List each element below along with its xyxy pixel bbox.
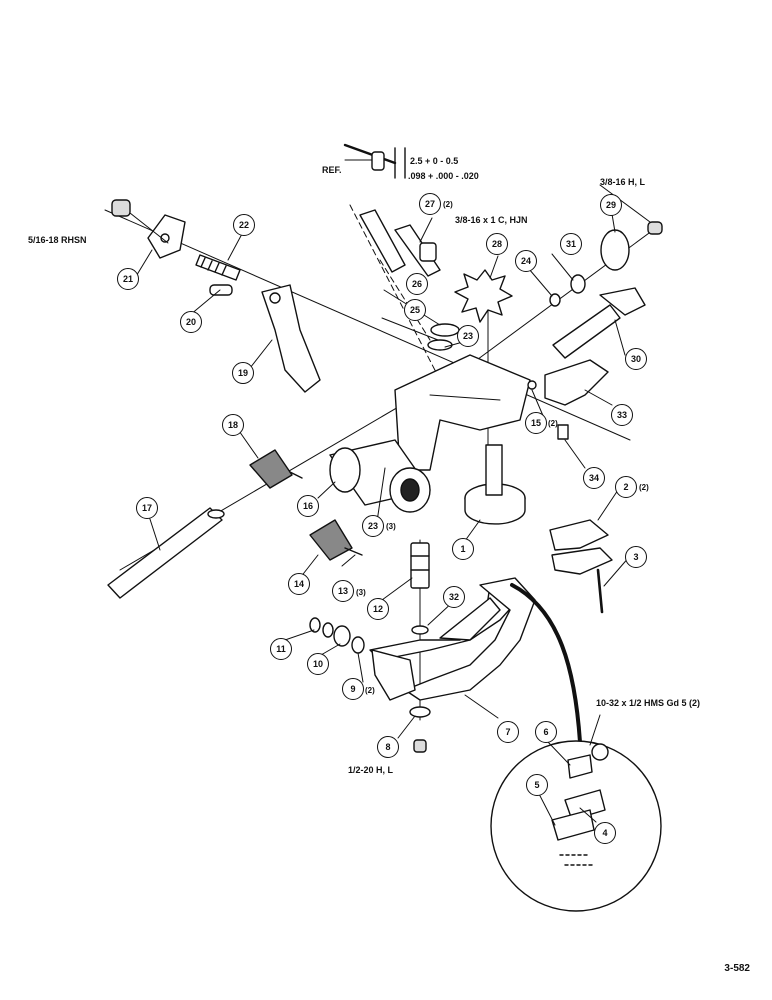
callout-32: 32	[443, 586, 465, 608]
part-18-bevel-gear	[249, 449, 303, 489]
callout-29: 29	[600, 194, 622, 216]
nut-3-8-label: 3/8-16 H, L	[600, 177, 646, 187]
part-34-fitting	[557, 424, 569, 440]
nut-3-8	[647, 221, 663, 235]
nut-1-2	[413, 739, 427, 753]
part-9-washer	[351, 636, 365, 654]
qty-9: (2)	[365, 686, 375, 695]
part-31-washer	[570, 274, 586, 294]
callout-26: 26	[406, 273, 428, 295]
qty-27: (2)	[443, 200, 453, 209]
nut-5-16-label: 5/16-18 RHSN	[28, 235, 87, 245]
callout-2: 2	[615, 476, 637, 498]
part-10-washer	[322, 622, 334, 638]
part-24-washer	[549, 293, 561, 307]
main-frame	[394, 354, 531, 471]
callout-19: 19	[232, 362, 254, 384]
callout-5: 5	[526, 774, 548, 796]
ref-pin-detail	[343, 143, 406, 179]
callout-24: 24	[515, 250, 537, 272]
callout-23a: 23	[457, 325, 479, 347]
part-11-ring	[309, 617, 321, 633]
callout-14: 14	[288, 573, 310, 595]
callout-11: 11	[270, 638, 292, 660]
callout-18: 18	[222, 414, 244, 436]
callout-12: 12	[367, 598, 389, 620]
callout-1: 1	[452, 538, 474, 560]
callout-33: 33	[611, 404, 633, 426]
part-30-shaft	[552, 304, 621, 359]
part-2-jaw	[549, 519, 609, 551]
dim-metric-label: 2.5 + 0 - 0.5	[410, 156, 459, 166]
dash-line-27	[379, 259, 431, 341]
part-12-spindle	[410, 542, 430, 589]
screw-3-8-hjn-label: 3/8-16 x 1 C, HJN	[455, 215, 528, 225]
callout-10: 10	[307, 653, 329, 675]
part-26-ring	[430, 323, 460, 337]
yoke-arm	[371, 649, 416, 701]
callout-9: 9	[342, 678, 364, 700]
callout-23b: 23	[362, 515, 384, 537]
part-21-bracket	[111, 199, 186, 259]
callout-7: 7	[497, 721, 519, 743]
screw-10-32-label: 10-32 x 1/2 HMS Gd 5 (2)	[596, 698, 701, 708]
callout-15: 15	[525, 412, 547, 434]
part-32-oring	[411, 625, 429, 635]
qty-2: (2)	[639, 483, 649, 492]
callout-27: 27	[419, 193, 441, 215]
main-axis-line	[104, 209, 631, 441]
part-1-spindle-disc	[464, 444, 526, 525]
callout-31: 31	[560, 233, 582, 255]
callout-21: 21	[117, 268, 139, 290]
callout-28: 28	[486, 233, 508, 255]
part-14-bevel-gear	[309, 519, 363, 561]
callout-6: 6	[535, 721, 557, 743]
part-15-screw	[527, 380, 537, 390]
callout-20: 20	[180, 311, 202, 333]
part-16-tube-housing	[329, 439, 431, 513]
nut-1-2-label: 1/2-20 H, L	[348, 765, 394, 775]
part-19-arm	[261, 284, 321, 393]
lead-to-detail	[510, 583, 582, 744]
qty-23: (3)	[386, 522, 396, 531]
part-10-bushing	[333, 625, 351, 647]
callout-30: 30	[625, 348, 647, 370]
part-22-threaded-rod	[195, 254, 241, 296]
part-17-shaft	[107, 507, 223, 599]
sheet-number: 3-582	[724, 963, 750, 974]
callout-34: 34	[583, 467, 605, 489]
callout-25: 25	[404, 299, 426, 321]
part-8-washer	[409, 706, 431, 718]
callout-4: 4	[594, 822, 616, 844]
callout-3: 3	[625, 546, 647, 568]
qty-13: (3)	[356, 588, 366, 597]
part-28-star-gear	[454, 269, 513, 323]
callout-22: 22	[233, 214, 255, 236]
dash-line-ref	[349, 204, 441, 381]
part-27-bolts	[359, 209, 441, 277]
callout-17: 17	[136, 497, 158, 519]
callout-16: 16	[297, 495, 319, 517]
part-25-ring	[427, 339, 453, 351]
qty-15: (2)	[548, 419, 558, 428]
callout-13: 13	[332, 580, 354, 602]
part-29-pulley	[600, 229, 630, 271]
detail-parts	[551, 743, 609, 866]
callout-8: 8	[377, 736, 399, 758]
part-3-pin	[596, 568, 604, 614]
part-33-lever	[544, 359, 609, 406]
ref-label: REF.	[322, 165, 342, 175]
dim-inch-label: .098 + .000 - .020	[408, 171, 479, 181]
